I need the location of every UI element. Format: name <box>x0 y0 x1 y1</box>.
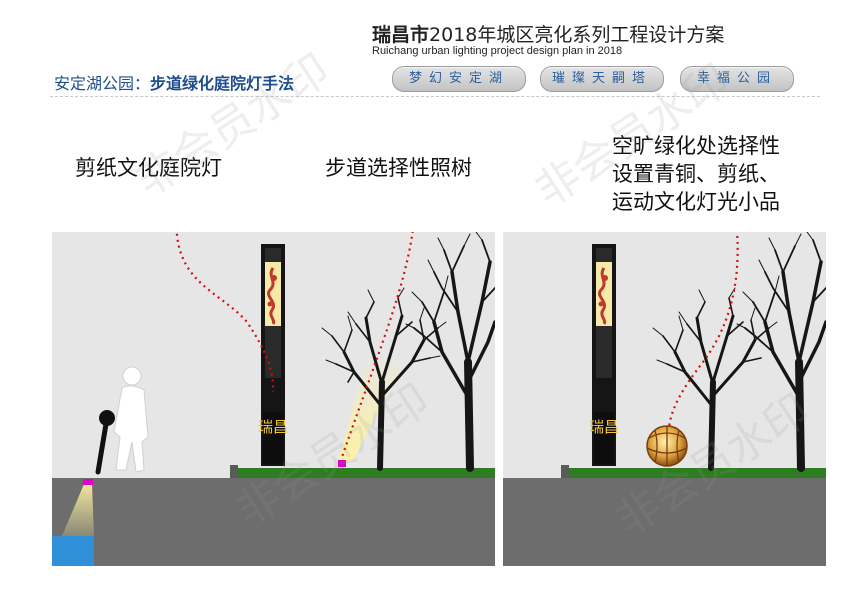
paper-cut-courtyard-lamp <box>592 244 616 466</box>
label-open-green-line1: 空旷绿化处选择性 <box>612 134 780 158</box>
water-edge <box>52 536 94 566</box>
lamp-engraving-bottom: 瑞昌 <box>589 418 619 436</box>
right-scene-panel: 瑞昌 <box>503 232 826 566</box>
paper-cut-courtyard-lamp <box>261 244 285 466</box>
arrow-path-tree <box>340 232 414 458</box>
label-paper-lamp: 剪纸文化庭院灯 <box>75 156 222 180</box>
title-rest: 2018年城区亮化系列工程设计方案 <box>429 24 725 46</box>
watermark: 非会员水印 <box>126 44 339 208</box>
arrow-paper-lamp <box>175 232 275 393</box>
label-open-green-line3: 运动文化灯光小品 <box>612 190 780 214</box>
document-subtitle: Ruichang urban lighting project design p… <box>372 45 623 57</box>
small-tree <box>321 287 447 471</box>
lamp-engraving-top: 瑞昌 <box>258 418 288 436</box>
section-prefix: 安定湖公园： <box>54 74 151 93</box>
header-divider <box>50 96 820 97</box>
walkway-step <box>230 465 238 478</box>
title-city: 瑞昌市 <box>372 24 430 46</box>
pedestrian-silhouette <box>113 366 149 473</box>
tab-dream-lake[interactable]: 梦幻安定湖 <box>392 66 526 92</box>
ground <box>503 478 826 566</box>
section-title: 步道绿化庭院灯手法 <box>150 74 295 93</box>
small-tree <box>652 287 778 471</box>
under-light-fixture <box>83 479 93 485</box>
left-scene-panel: 瑞昌 <box>52 232 495 566</box>
large-tree <box>736 232 826 472</box>
tree-uplight-beam <box>338 352 404 462</box>
under-light-beam <box>62 484 94 536</box>
tree-uplight-fixture <box>338 460 346 467</box>
tab-happy-park[interactable]: 幸福公园 <box>680 66 794 92</box>
large-tree <box>405 232 495 472</box>
label-path-tree: 步道选择性照树 <box>325 156 472 180</box>
grass-strip <box>569 468 826 478</box>
section-heading: 安定湖公园：步道绿化庭院灯手法 <box>54 70 294 94</box>
walkway-step <box>561 465 569 478</box>
ground <box>52 478 495 566</box>
tab-tiansi-tower[interactable]: 璀璨天嗣塔 <box>540 66 664 92</box>
grass-strip <box>238 468 495 478</box>
bronze-sculpture-sphere <box>646 425 688 467</box>
document-title: 瑞昌市2018年城区亮化系列工程设计方案 <box>372 20 724 47</box>
bollard-pole <box>95 415 110 475</box>
label-open-green-line2: 设置青铜、剪纸、 <box>612 162 780 186</box>
arrow-open-green <box>667 232 739 429</box>
